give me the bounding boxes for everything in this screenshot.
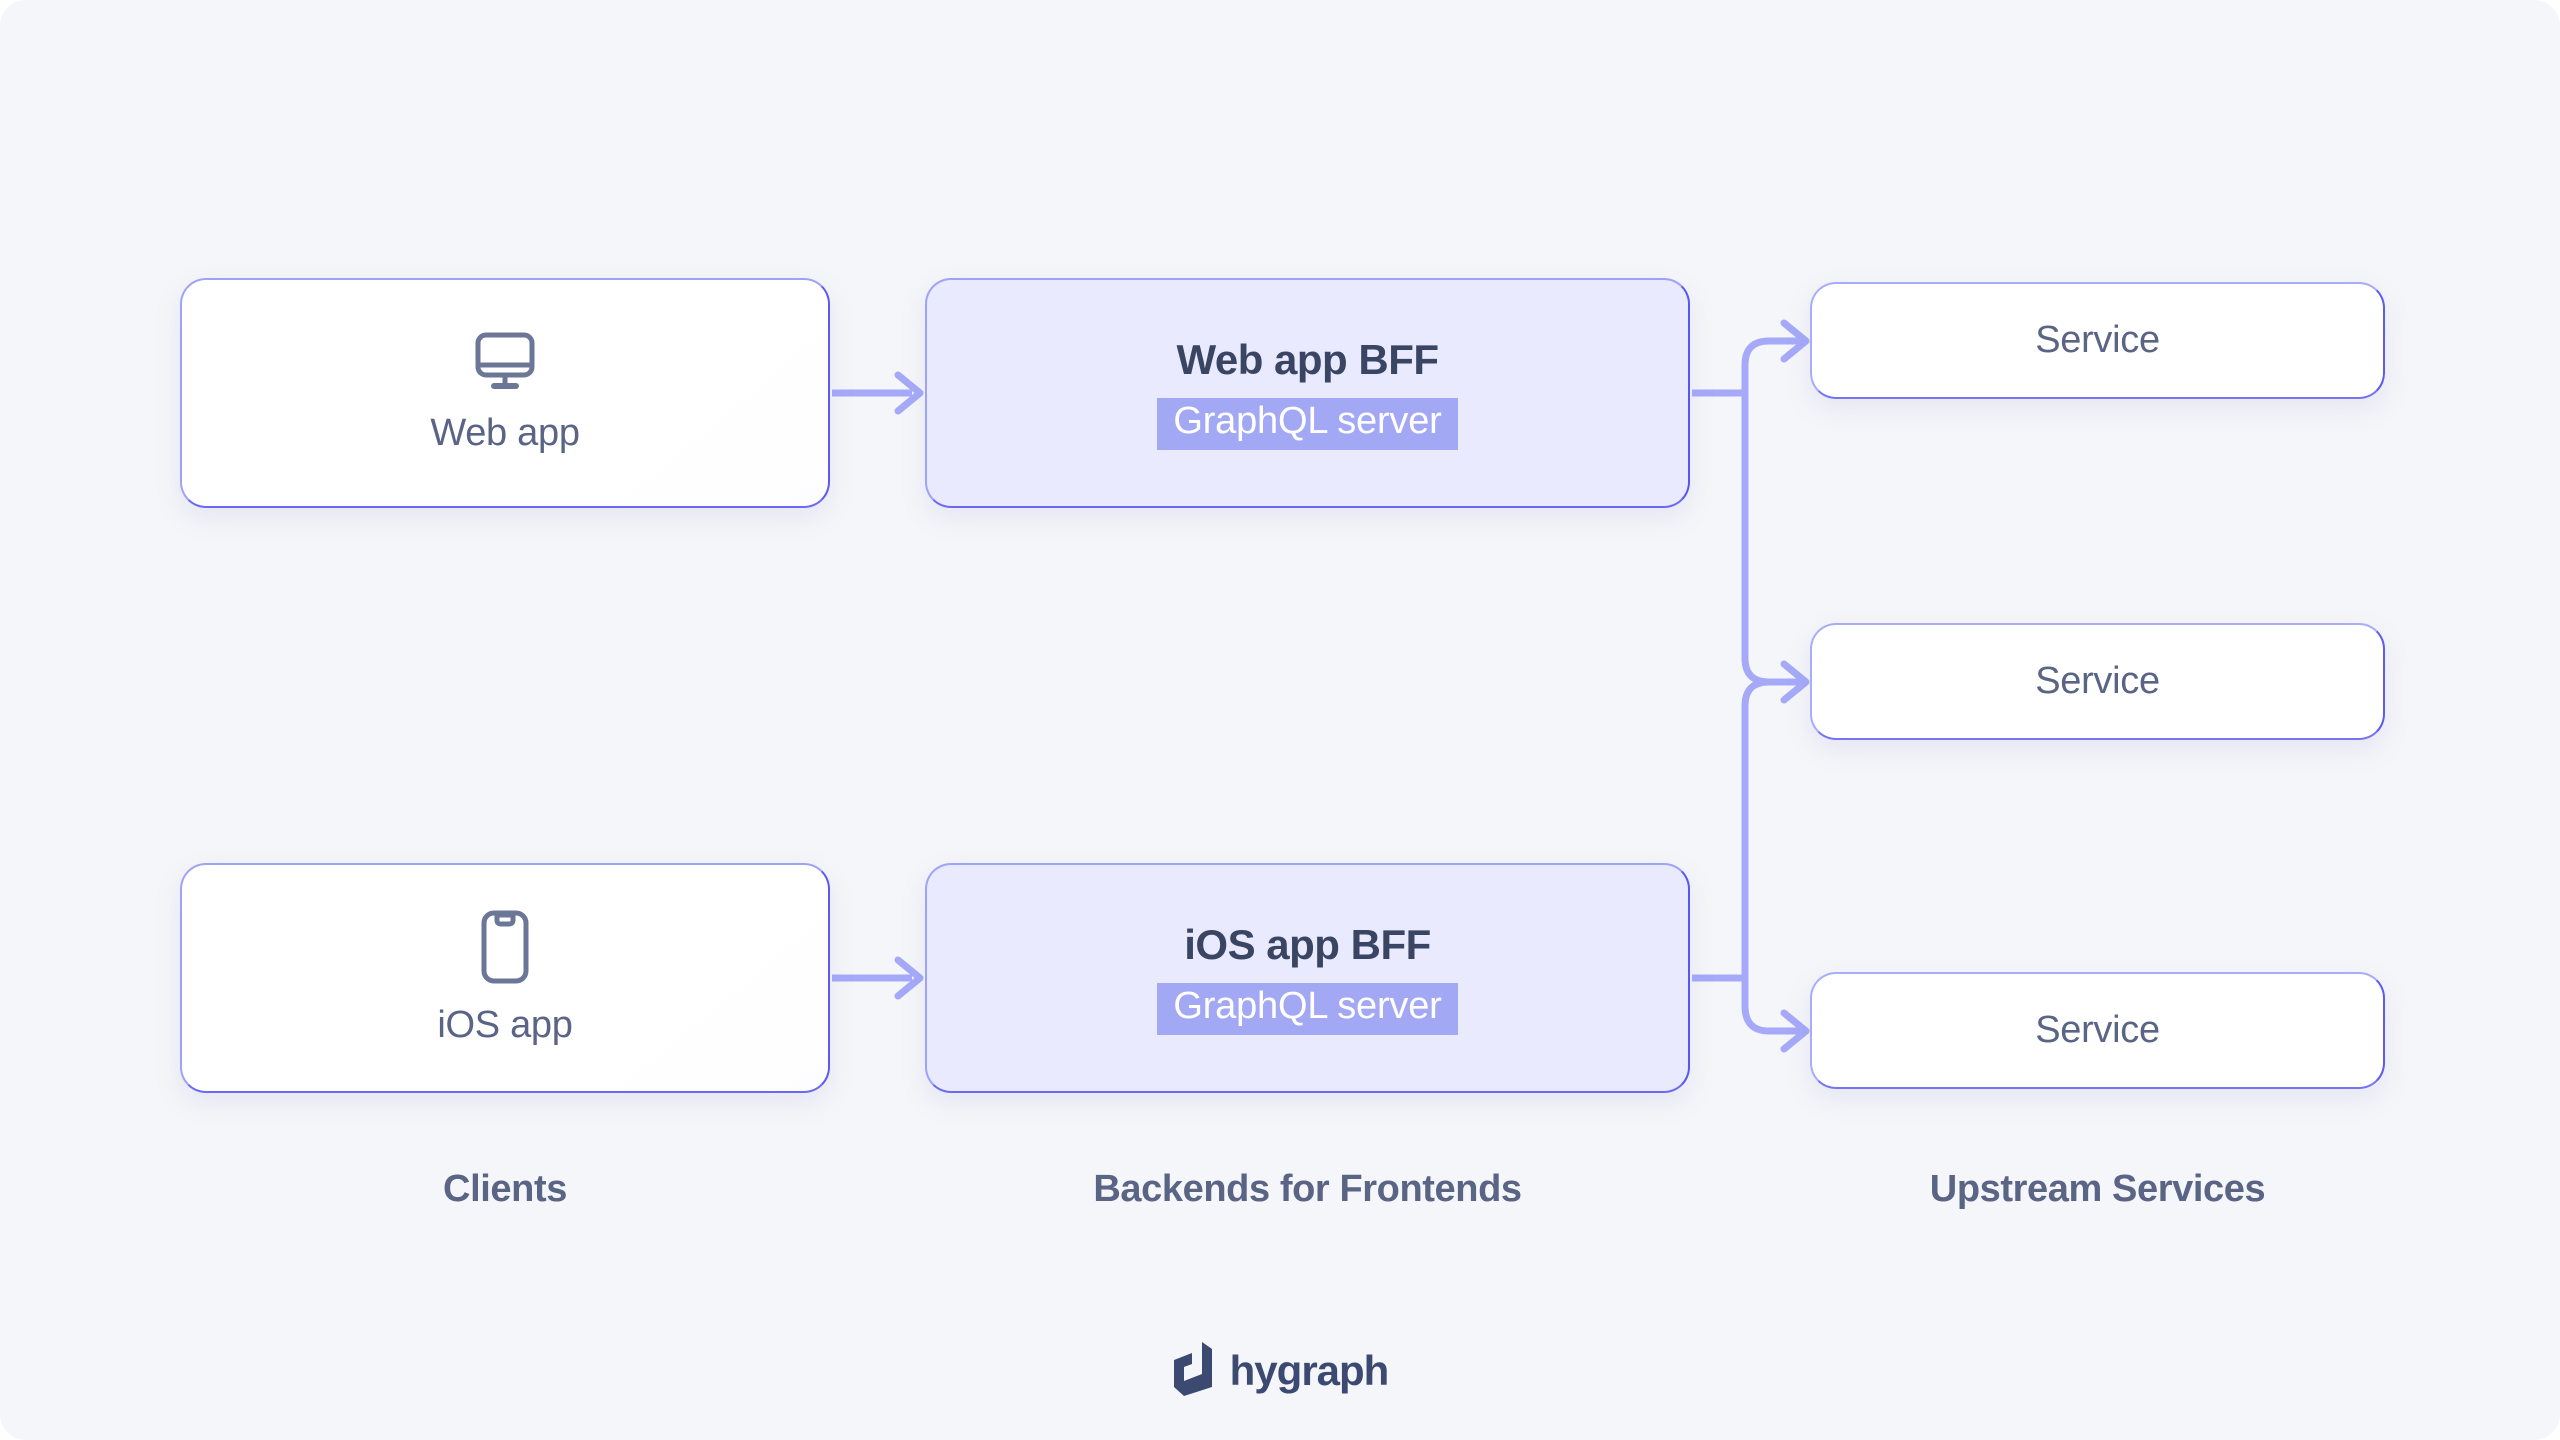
client-card-web-app[interactable]: Web app [180,278,830,508]
graphql-server-badge: GraphQL server [1157,398,1458,450]
service-card-1[interactable]: Service [1810,282,2385,399]
service-card-3[interactable]: Service [1810,972,2385,1089]
service-card-2[interactable]: Service [1810,623,2385,740]
wire-iosbff-to-service-2 [1741,678,1773,982]
bff-card-web-app-bff[interactable]: Web app BFF GraphQL server [925,278,1690,508]
wire-iosbff-to-service-3 [1741,974,1806,1049]
brand-lockup: hygraph [0,1340,2560,1401]
client-label: Web app [430,412,580,454]
mobile-phone-icon [479,909,531,990]
wire-iosapp-to-iosbff [832,960,920,996]
bff-title: Web app BFF [1176,336,1439,384]
client-card-ios-app[interactable]: iOS app [180,863,830,1093]
monitor-icon [472,331,538,398]
wire-webbff-to-service-1 [1741,323,1806,397]
bff-title: iOS app BFF [1184,921,1431,969]
wire-webbff-to-service-2 [1741,389,1806,700]
graphql-server-badge: GraphQL server [1157,983,1458,1035]
bff-card-ios-app-bff[interactable]: iOS app BFF GraphQL server [925,863,1690,1093]
column-label-backends-for-frontends: Backends for Frontends [1093,1168,1522,1210]
service-label: Service [2035,660,2160,702]
service-label: Service [2035,319,2160,361]
column-label-clients: Clients [443,1168,567,1210]
hygraph-logo-icon [1172,1340,1216,1401]
wire-webapp-to-webbff [832,375,920,411]
service-label: Service [2035,1009,2160,1051]
brand-name: hygraph [1229,1346,1390,1394]
client-label: iOS app [437,1004,573,1046]
column-label-upstream-services: Upstream Services [1929,1168,2266,1210]
